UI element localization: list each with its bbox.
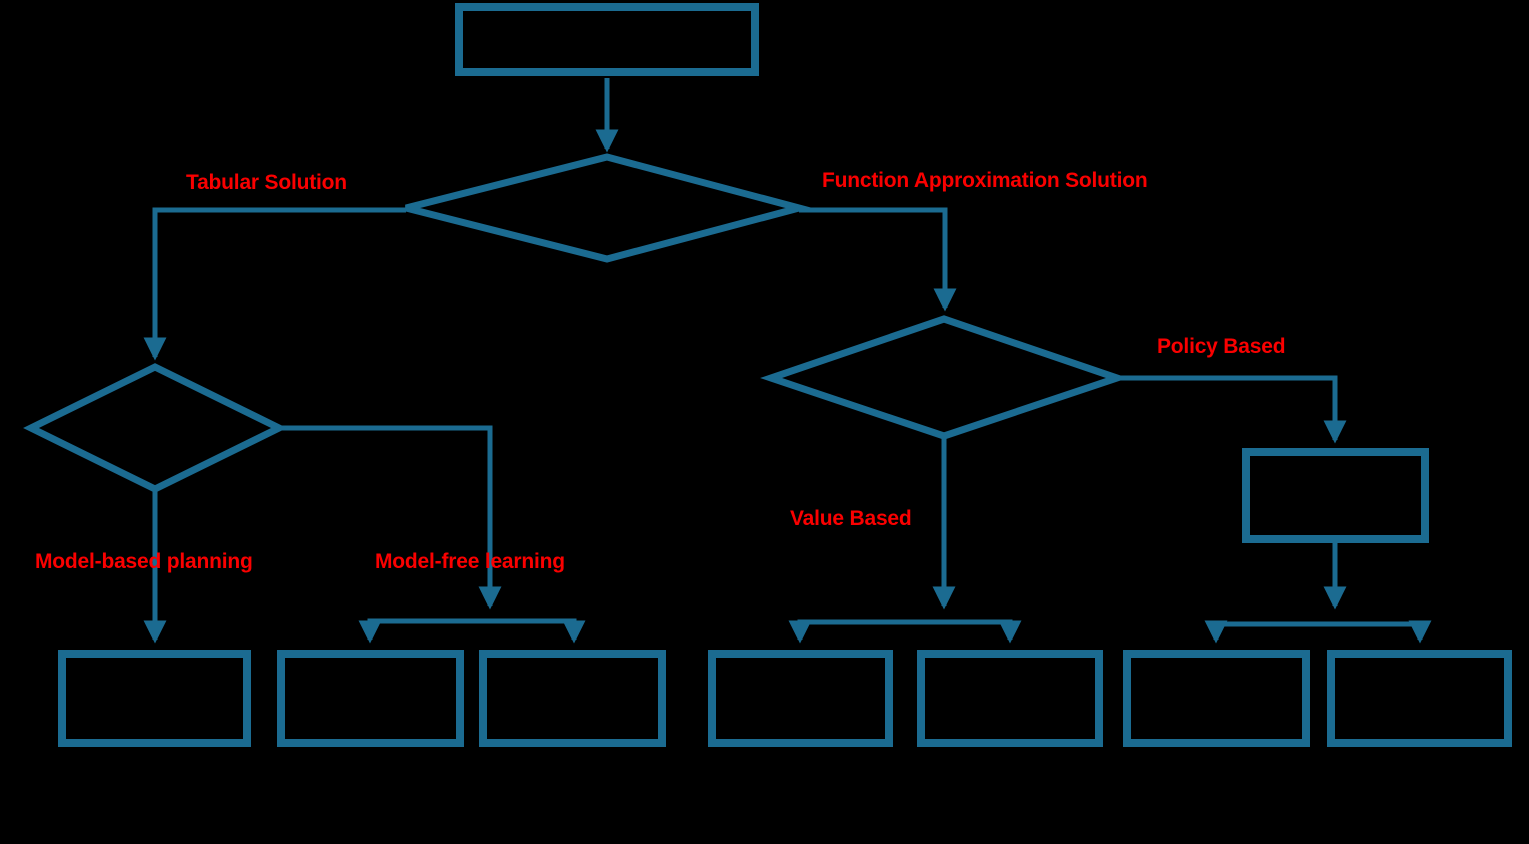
- connector-policy-based-branch: [1117, 375, 1347, 444]
- connector-value-based-split-bar: [788, 619, 1022, 644]
- value-based-leaf-box-2: [917, 650, 1103, 747]
- tabular-solution-label: Tabular Solution: [186, 171, 347, 194]
- model-free-learning-label: Model-free learning: [375, 550, 565, 573]
- start-node-box: [455, 3, 759, 76]
- policy-based-leaf-box-2: [1327, 650, 1512, 747]
- policy-intermediate-box: [1242, 448, 1429, 543]
- model-based-planning-label: Model-based planning: [35, 550, 253, 573]
- tabular-decision-diamond: [23, 363, 287, 493]
- connector-tabular-branch: [143, 207, 406, 361]
- root-decision-diamond: [405, 153, 813, 263]
- model-free-leaf-box-2: [479, 650, 666, 747]
- model-free-leaf-box-1: [277, 650, 464, 747]
- node-group: [23, 3, 1512, 747]
- function-approx-decision-diamond: [760, 315, 1128, 440]
- value-based-label: Value Based: [790, 507, 912, 530]
- connector-function-approx-branch: [799, 207, 957, 312]
- policy-based-leaf-box-1: [1123, 650, 1310, 747]
- connector-policy-split-bar: [1204, 620, 1432, 644]
- connector-model-free-split-bar: [358, 618, 586, 644]
- policy-based-label: Policy Based: [1157, 335, 1286, 358]
- value-based-leaf-box-1: [708, 650, 893, 747]
- function-approximation-solution-label: Function Approximation Solution: [822, 169, 1148, 192]
- connector-model-free-branch: [279, 425, 502, 610]
- connector-group: [143, 78, 1432, 644]
- model-based-leaf-box: [58, 650, 251, 747]
